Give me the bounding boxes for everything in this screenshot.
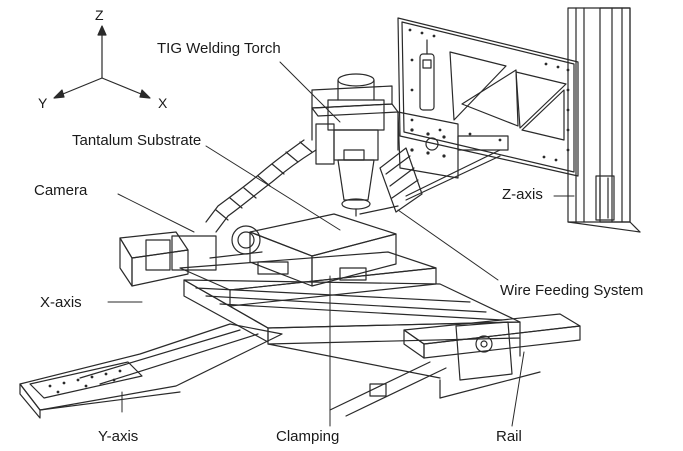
tig-torch (315, 73, 385, 217)
wire-feeder (359, 111, 509, 215)
label-tig-torch: TIG Welding Torch (157, 40, 281, 57)
coordinate-triad (53, 25, 151, 99)
y-letter: Y (38, 95, 48, 111)
label-wire-feeding-system: Wire Feeding System (500, 282, 644, 299)
x-axis-rail (183, 279, 521, 381)
leader-lines (107, 61, 575, 427)
label-y-axis: Y-axis (98, 428, 139, 445)
base-rail (329, 313, 581, 417)
torch-bracket (311, 85, 399, 151)
cable-chain (205, 139, 317, 233)
substrate-block (249, 213, 397, 287)
x-letter: X (158, 95, 168, 111)
label-z-axis: Z-axis (502, 186, 543, 203)
z-axis-column (567, 7, 641, 233)
label-rail: Rail (496, 428, 522, 445)
x-axis-carriage (119, 225, 261, 287)
y-axis-rail (19, 323, 283, 419)
mounting-plate (397, 17, 579, 177)
label-clamping: Clamping (276, 428, 340, 445)
label-x-axis: X-axis (40, 294, 82, 311)
z-letter: Z (95, 7, 104, 23)
label-tantalum-substrate: Tantalum Substrate (72, 132, 202, 149)
plate-actuator (419, 39, 435, 111)
label-camera: Camera (34, 182, 88, 199)
